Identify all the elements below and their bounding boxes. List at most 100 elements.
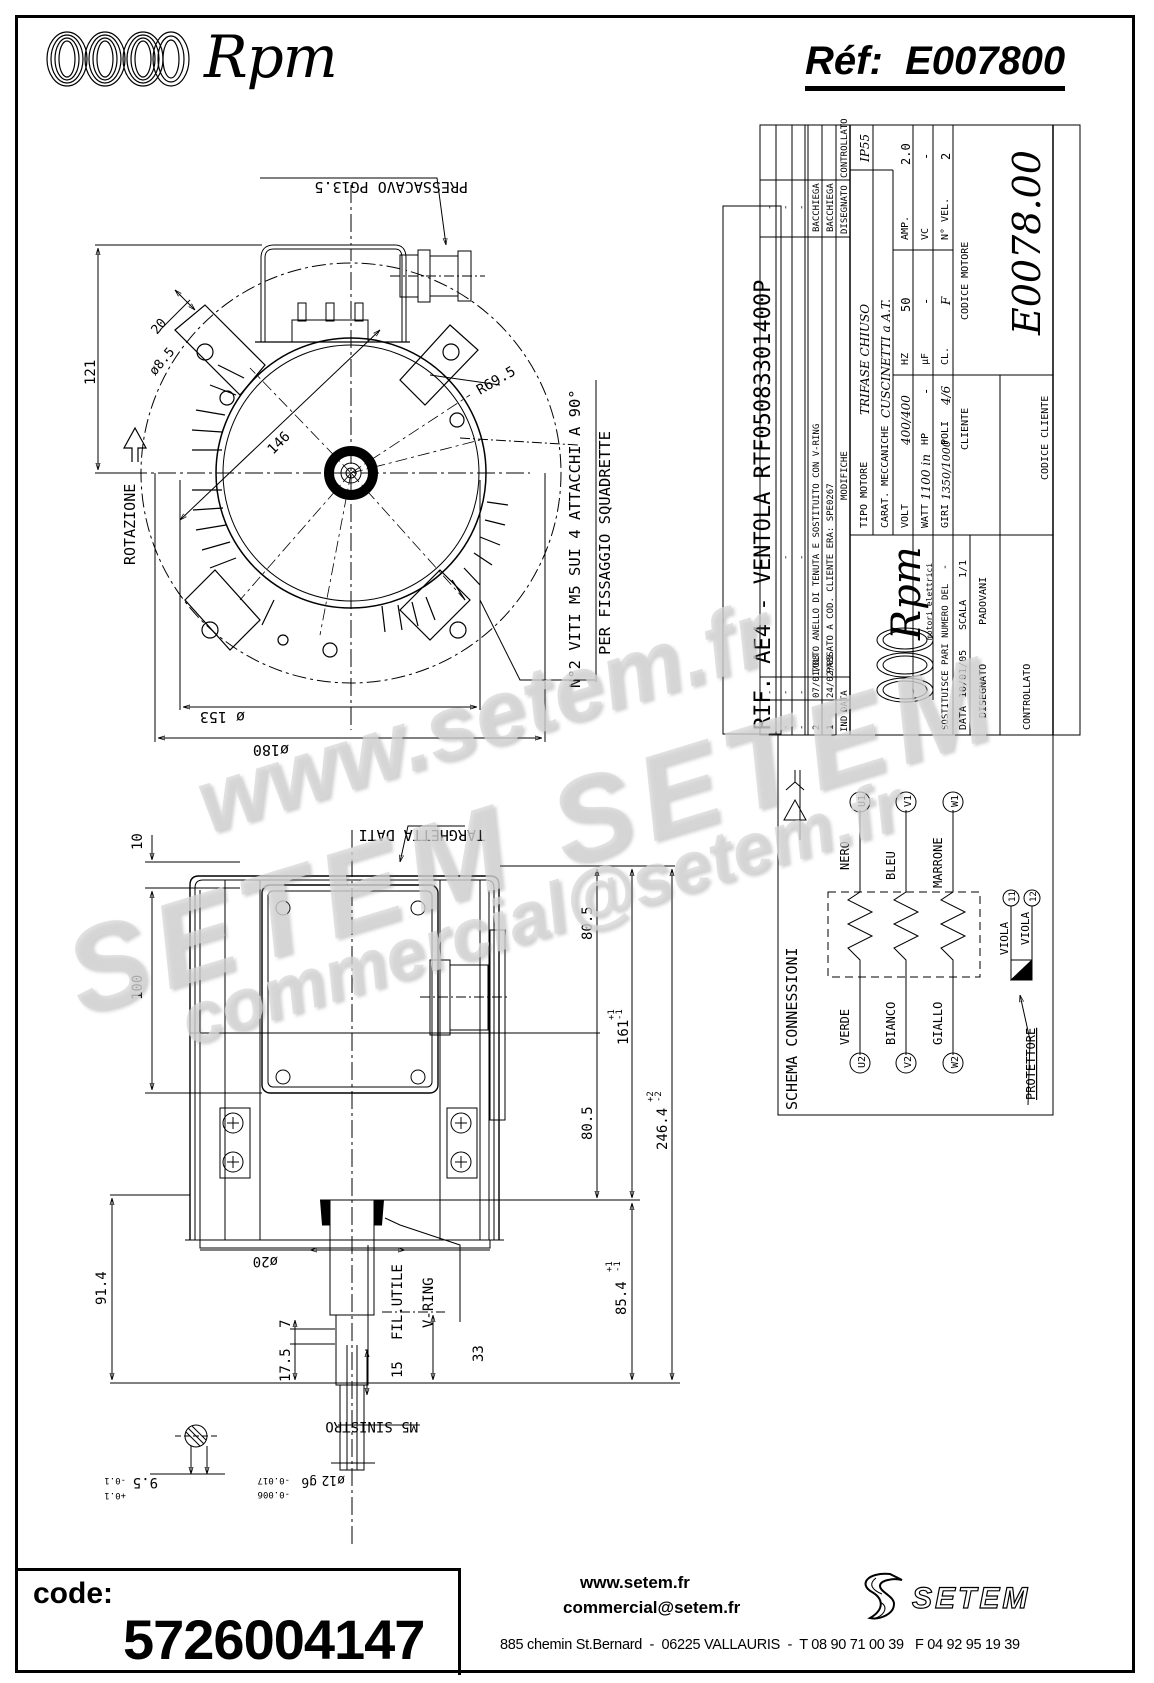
terminal-v1: V1 [903,795,914,807]
watt-label: WATT [920,504,931,528]
disegnato-value: PADOVANI [978,577,989,625]
dim-dia-180: ø180 [253,741,289,759]
dim-85-4-tol-minus: -1 [613,1261,623,1272]
dim-lug-20: 20 [149,316,171,338]
terminal-u2: U2 [857,1056,868,1068]
cable-gland-label: PRESSACAVO PG13.5 [314,178,468,196]
amp-value: 2.0 [899,143,913,165]
dim-7: 7 [278,1320,294,1328]
codice-cliente-label: CODICE CLIENTE [1040,396,1051,480]
hp-label: HP [920,433,931,445]
connection-schema [783,770,1041,1106]
protector-wire-1: VIOLA [998,922,1011,955]
terminal-12: 12 [1029,891,1039,902]
rev-modifiche: - [781,555,791,560]
rif-label: RIF. AE4 - VENTOLA RTF05083301400P [751,280,776,730]
fit-g6: g6 [301,1474,317,1489]
cl-value: F [939,296,953,306]
ip-rating: IP55 [858,134,872,163]
carat-value: CUSCINETTI a A.T. [879,299,893,418]
dim-246-4: 246.4 [655,1108,671,1150]
thread-label: M5 SINISTRO [325,1418,418,1434]
rev-modifiche: TOLTO ANELLO DI TENUTA E SOSTITUITO CON … [812,424,822,673]
fil-utile-label: FIL.UTILE [390,1264,406,1340]
dim-80-5-bottom: 80.5 [580,1106,596,1140]
rpm-coil-logo-icon [46,31,190,87]
tipo-motore-value: TRIFASE CHIUSO [858,304,872,415]
rev-ind: - [797,725,807,730]
rev-data: 07/01/08 [812,655,822,698]
rev-disegnato: BACCHIEGA [812,183,822,232]
hz-value: 50 [899,298,913,312]
side-view-labels: TARGHETTA DATI 10 100 80.5 80.5 161 +1 -… [94,826,671,1500]
phase-w-end-color: MARRONE [931,837,945,888]
schema-title: SCHEMA CONNESSIONI [783,947,801,1110]
sostituisce-value: - [940,564,951,570]
rev-header-controllato: CONTROLLATO [840,118,850,178]
hp-value: - [919,388,933,395]
vc-value: - [919,153,933,160]
controllato-label: CONTROLLATO [1022,664,1033,730]
title-block-brand: Rpm [884,546,930,641]
watt-value: 1100 in [919,454,933,500]
uf-value: - [919,298,933,305]
data-label: DATA [958,706,969,730]
scala-label: SCALA [958,600,969,630]
flat-tol-plus: +0.1 [104,1490,126,1500]
dim-161-tol-plus: +1 [607,1009,617,1020]
sostituisce-label: SOSTITUISCE PARI NUMERO DEL [941,584,951,730]
connection-schema-labels: SCHEMA CONNESSIONI VERDE NERO BIANCO BLE… [783,795,1039,1110]
dim-85-4: 85.4 [614,1281,630,1315]
giri-label: GIRI [940,504,951,528]
rotation-label: ROTAZIONE [121,484,139,565]
phase-w-start-color: GIALLO [931,1002,945,1045]
volt-value: 400/400 [899,395,913,446]
protector-wire-2: VIOLA [1019,912,1032,945]
phase-v-start-color: BIANCO [884,1002,898,1045]
rev-modifiche: - [797,555,807,560]
product-code-box: code: 5726004147 [15,1568,461,1675]
reference-number: Réf: E007800 [805,38,1066,91]
tipo-motore-label: TIPO MOTORE [859,462,870,528]
dim-85-4-tol-plus: +1 [605,1261,615,1272]
rev-header-data: DATA [840,690,850,712]
dim-33: 33 [471,1345,487,1362]
website-link[interactable]: www.setem.fr [580,1573,690,1592]
phase-u-end-color: NERO [838,841,852,870]
terminal-u1: U1 [857,795,868,807]
rev-modifiche: - [765,555,775,560]
code-label: code: [33,1577,114,1610]
carat-label: CARAT. MECCANICHE [880,426,891,528]
dim-80-5-top: 80.5 [580,906,596,940]
rev-ind: 1 [826,725,836,730]
email-link[interactable]: commercial@setem.fr [563,1598,741,1617]
codice-motore-label: CODICE MOTORE [960,242,971,320]
rev-disegnato: - [781,205,791,210]
fit-tol-lower: -0.017 [257,1475,290,1485]
codice-motore-value: E0078.00 [1005,150,1049,336]
rev-data: - [765,690,775,695]
cliente-label: CLIENTE [960,408,971,450]
setem-brand-text: SETEM [912,1582,1030,1615]
dim-246-tol-minus: -2 [654,1091,664,1102]
dim-246-tol-plus: +2 [646,1091,656,1102]
phase-v-end-color: BLEU [884,851,898,880]
terminal-w2: W2 [950,1056,961,1068]
dim-dia-153: ø 153 [200,708,245,726]
title-block-labels: RIF. AE4 - VENTOLA RTF05083301400P - - -… [751,118,1051,732]
poli-label: POLI [940,421,951,445]
rev-ind: - [765,725,775,730]
dim-flat-9-5: 9.5 [133,1474,158,1490]
screw-note-line2: PER FISSAGGIO SQUADRETTE [596,431,614,655]
dim-10: 10 [130,833,146,850]
v-ring-label: V-RING [421,1277,437,1328]
dim-161-tol-minus: -1 [615,1009,625,1020]
rev-disegnato: BACCHIEGA [826,183,836,232]
dim-17-5: 17.5 [278,1348,294,1382]
phase-u-start-color: VERDE [838,1009,852,1045]
dim-15: 15 [390,1361,406,1378]
rev-data: - [797,690,807,695]
rev-data: 24/02/05 [826,655,836,698]
title-block-company-sub: motori elettrici [925,563,934,640]
